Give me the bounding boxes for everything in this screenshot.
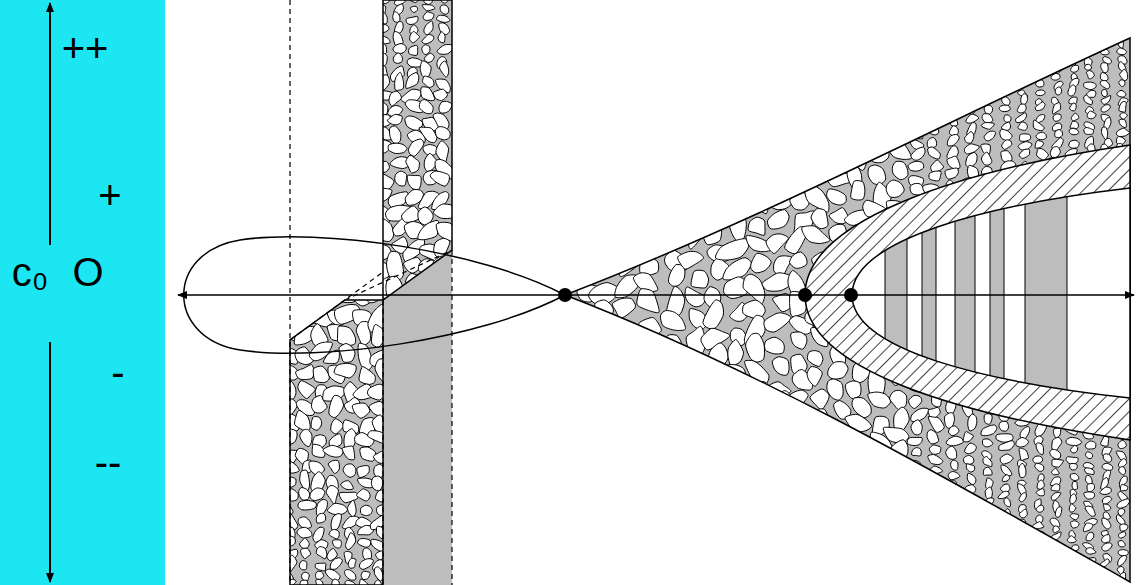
critical-point: [844, 288, 858, 302]
critical-point: [798, 288, 812, 302]
axis-line: [178, 294, 1134, 296]
textured-fan: [542, 0, 1131, 585]
hatched-band: [805, 145, 1130, 440]
textured-band: [277, 279, 394, 585]
axis-line: [49, 3, 51, 245]
solid-phase: [383, 250, 452, 585]
axis-label: -: [111, 352, 124, 392]
axis-label: O: [72, 252, 103, 292]
dashed-line: [290, 0, 452, 585]
axis-label: ++: [62, 28, 109, 68]
axis-label: +: [98, 175, 121, 215]
axis-line: [49, 342, 51, 582]
side-panel: [0, 0, 165, 585]
axis-label: --: [95, 442, 122, 482]
axis-label: c₀: [12, 252, 49, 292]
critical-point: [558, 288, 572, 302]
